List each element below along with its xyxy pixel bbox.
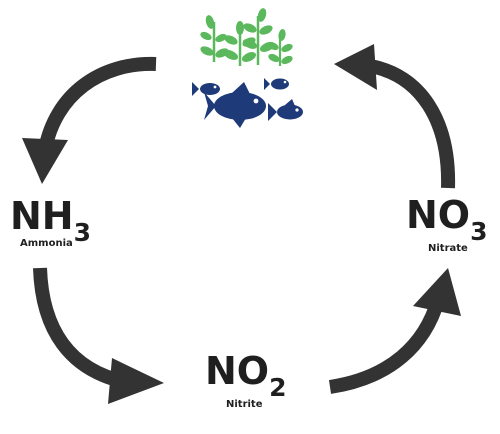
nitrate-label: Nitrate xyxy=(428,243,468,254)
ammonia-formula: NH3 xyxy=(10,194,92,247)
plant-icon xyxy=(200,8,293,66)
fish-small-right xyxy=(264,78,289,90)
nitrite-formula: NO2 xyxy=(205,349,287,402)
fish-medium xyxy=(268,99,303,121)
nitrite-label: Nitrite xyxy=(226,399,263,410)
arrow-to-nitrate xyxy=(328,268,461,394)
ammonia-label: Ammonia xyxy=(20,238,73,249)
arrow-to-nitrite xyxy=(33,267,164,404)
fish-small-left xyxy=(192,82,220,96)
arrow-to-ammonia xyxy=(22,56,157,184)
fish-icon xyxy=(192,78,303,128)
fish-large xyxy=(204,82,266,128)
nitrate-formula: NO3 xyxy=(406,193,488,246)
arrow-to-plants xyxy=(334,44,456,189)
